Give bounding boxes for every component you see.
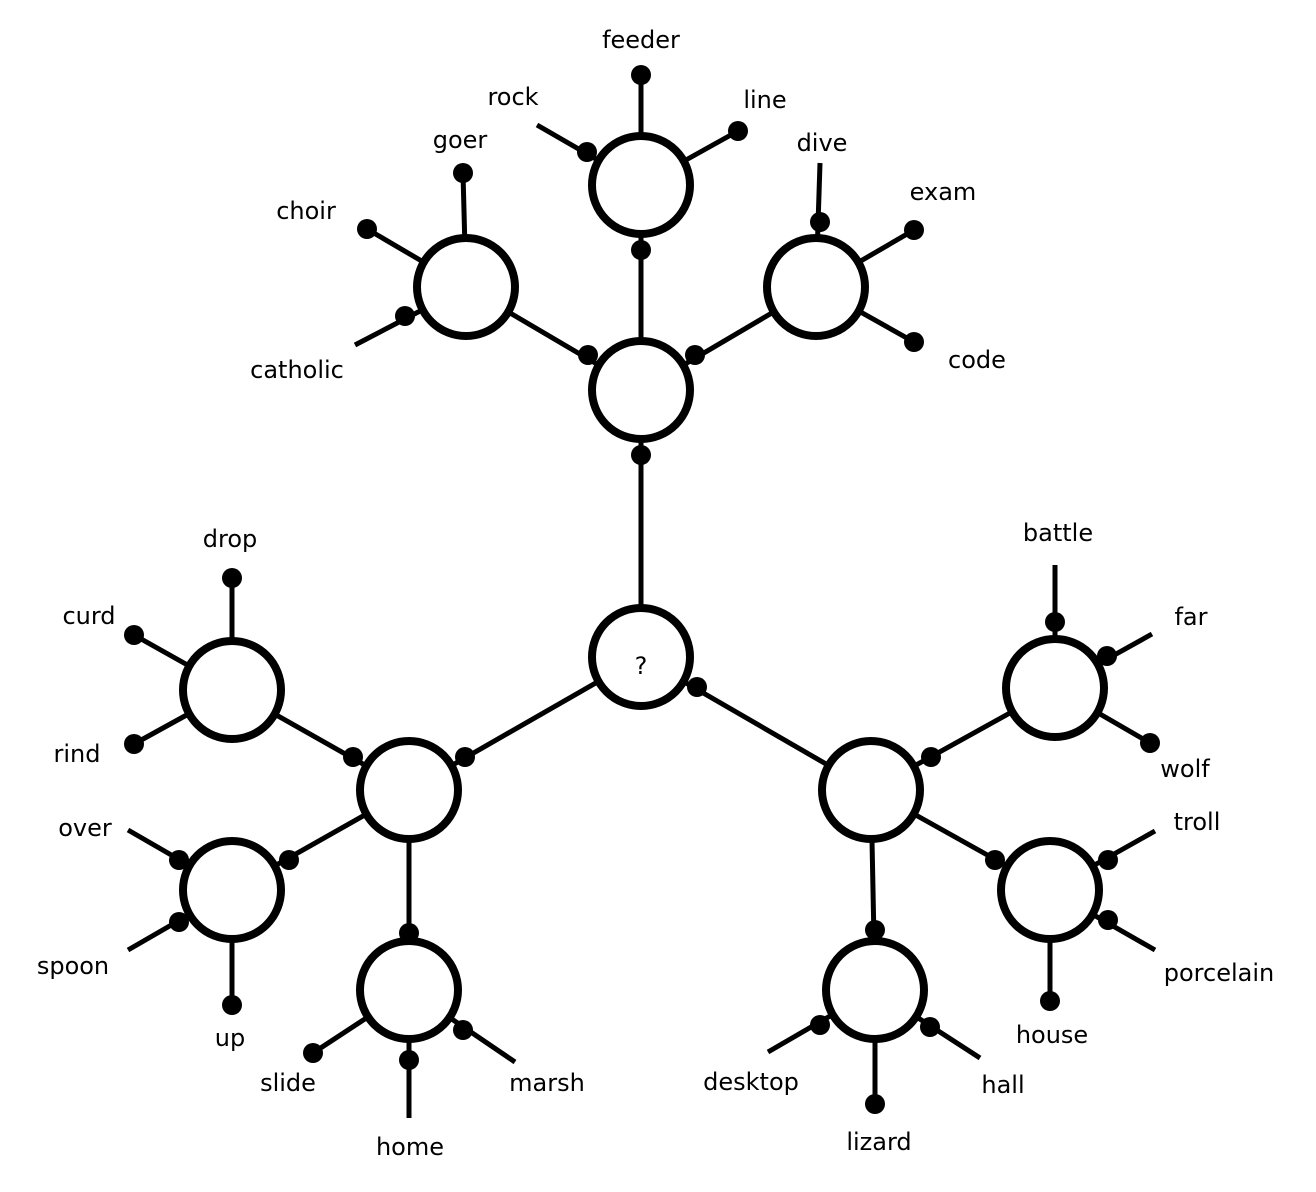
connector-dot [921, 747, 941, 767]
leaf-label-home: home [376, 1133, 444, 1161]
cluster-node-right-upper [1002, 635, 1108, 741]
leaf-label-hall: hall [981, 1071, 1024, 1099]
leaf-label-line: line [743, 86, 786, 114]
leaf-dot-choir [357, 219, 377, 239]
leaf-dot-over [169, 850, 189, 870]
leaf-dot-spoon [169, 912, 189, 932]
leaf-dot-wolf [1140, 733, 1160, 753]
leaf-label-choir: choir [276, 197, 336, 225]
leaf-dot-code [904, 332, 924, 352]
connector-dot [865, 920, 885, 940]
leaf-dot-desktop [810, 1015, 830, 1035]
leaf-dot-curd [124, 625, 144, 645]
center-node [588, 604, 694, 710]
leaf-label-goer: goer [433, 126, 488, 154]
leaf-dot-lizard [865, 1094, 885, 1114]
leaf-label-up: up [215, 1024, 245, 1052]
hub-node-right [818, 737, 924, 843]
connector-dot [455, 747, 475, 767]
leaf-dot-house [1040, 991, 1060, 1011]
leaf-label-battle: battle [1023, 519, 1093, 547]
leaf-label-wolf: wolf [1160, 755, 1210, 783]
leaf-label-rind: rind [54, 740, 101, 768]
cluster-node-right-bottom [822, 937, 928, 1043]
leaf-dot-rock [577, 142, 597, 162]
leaf-dot-rind [124, 734, 144, 754]
leaf-label-rock: rock [487, 83, 538, 111]
leaf-label-lizard: lizard [846, 1128, 911, 1156]
leaf-label-far: far [1174, 603, 1207, 631]
leaf-label-exam: exam [910, 178, 977, 206]
center-question-mark: ? [635, 652, 648, 680]
hub-node-top [588, 337, 694, 443]
leaf-dot-exam [904, 220, 924, 240]
leaf-dot-line [728, 121, 748, 141]
leaf-dot-home [399, 1050, 419, 1070]
leaf-dot-goer [453, 163, 473, 183]
connector-dot [631, 445, 651, 465]
leaf-label-catholic: catholic [250, 356, 344, 384]
leaf-dot-drop [222, 568, 242, 588]
leaf-label-troll: troll [1174, 808, 1221, 836]
cluster-node-left-bottom [356, 937, 462, 1043]
leaf-dot-feeder [631, 65, 651, 85]
leaf-label-dive: dive [797, 129, 848, 157]
leaf-label-porcelain: porcelain [1164, 959, 1274, 987]
leaf-label-marsh: marsh [509, 1069, 585, 1097]
cluster-node-left-upper [179, 637, 285, 743]
leaf-label-feeder: feeder [602, 26, 680, 54]
cluster-node-top-right [763, 234, 869, 340]
leaf-label-drop: drop [203, 525, 258, 553]
leaf-dot-hall [920, 1017, 940, 1037]
leaf-dot-marsh [453, 1020, 473, 1040]
leaf-label-curd: curd [62, 602, 115, 630]
cluster-node-top-middle [588, 132, 694, 238]
leaf-dot-slide [303, 1043, 323, 1063]
leaf-dot-catholic [395, 306, 415, 326]
connector-dot [343, 747, 363, 767]
leaf-label-desktop: desktop [703, 1068, 799, 1096]
leaf-label-house: house [1016, 1021, 1088, 1049]
connector-dot [279, 850, 299, 870]
connector-dot [985, 850, 1005, 870]
connector-dot [578, 345, 598, 365]
cluster-node-top-left [413, 234, 519, 340]
leaf-dot-porcelain [1098, 910, 1118, 930]
leaf-label-code: code [948, 346, 1006, 374]
leaf-dot-dive [810, 212, 830, 232]
leaf-label-slide: slide [260, 1069, 316, 1097]
leaf-dot-battle [1045, 612, 1065, 632]
connector-dot [685, 345, 705, 365]
leaf-label-spoon: spoon [37, 952, 109, 980]
leaf-label-over: over [58, 814, 112, 842]
hub-node-left [356, 737, 462, 843]
leaf-dot-up [222, 995, 242, 1015]
cluster-node-right-lower [997, 837, 1103, 943]
leaf-dot-far [1097, 646, 1117, 666]
cluster-node-left-lower [179, 837, 285, 943]
connector-dot [399, 923, 419, 943]
connector-dot [631, 240, 651, 260]
leaf-dot-troll [1098, 850, 1118, 870]
connector-dot [687, 677, 707, 697]
